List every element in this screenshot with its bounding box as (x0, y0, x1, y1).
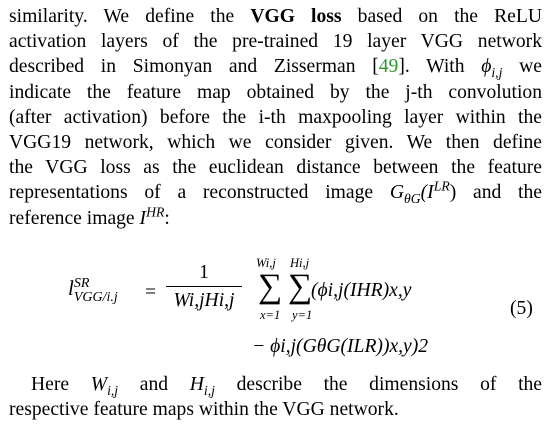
paragraph-vgg-loss-definition: similarity. We define the VGG loss based… (9, 4, 542, 231)
text-line: respective feature maps within the VGG n… (9, 399, 399, 421)
summation-y: ∑ (288, 268, 313, 305)
text-line: described in Simonyan and Zisserman [49]… (9, 56, 542, 81)
sum2-lower-limit: y=1 (292, 308, 313, 322)
sum2-upper-limit: Hi,j (290, 256, 310, 270)
math-g: G (389, 182, 404, 204)
text-line: reference image IHR: (9, 204, 170, 229)
summation-x: ∑ (258, 268, 283, 305)
text-line: similarity. We define the VGG loss based… (9, 6, 542, 27)
math-i: I (139, 207, 147, 229)
text-line: (after activation) before the i-th maxpo… (9, 106, 542, 128)
equation-term-lr: − ϕi,j(GθG(ILR))x,y)2 (252, 336, 429, 357)
text-line: Here Wi,j and Hi,j describe the dimensio… (31, 374, 543, 398)
paragraph-dimensions: Here Wi,j and Hi,j describe the dimensio… (9, 372, 542, 422)
text-line: VGG19 network, which we consider given. … (9, 132, 542, 154)
equals-sign: = (145, 282, 157, 303)
math-phi: ϕ (481, 56, 492, 78)
citation-link[interactable]: 49 (378, 56, 399, 78)
equation-number: (5) (510, 298, 533, 319)
sum1-lower-limit: x=1 (260, 308, 281, 322)
fraction-bar (166, 286, 242, 287)
equation-term-hr: (ϕi,j(IHR)x,y (311, 280, 412, 301)
fraction: 1 Wi,jHi,j (166, 262, 242, 312)
text-line: activation layers of the pre-trained 19 … (9, 31, 542, 53)
text-line: the VGG loss as the euclidean distance b… (9, 157, 542, 179)
sum1-upper-limit: Wi,j (256, 256, 276, 270)
text-line: representations of a reconstructed image… (9, 178, 542, 207)
text-line: indicate the feature map obtained by the… (9, 81, 542, 103)
bold-term-vgg-loss: VGG loss (250, 6, 342, 27)
